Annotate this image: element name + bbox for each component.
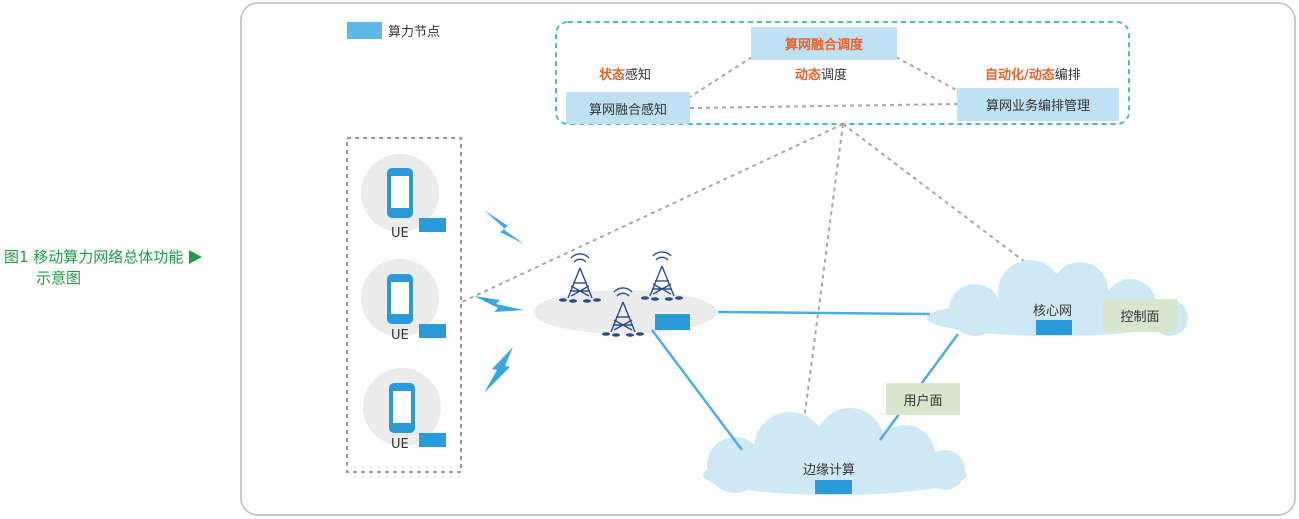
compute-node [419,433,446,447]
right-label: 自动化/动态编排 [985,64,1081,83]
core-network-label: 核心网 [1033,304,1073,319]
center-box-label: 算网融合调度 [784,38,863,53]
control-links [461,123,1026,429]
compute-node [419,218,446,232]
center-label: 动态调度 [795,64,847,83]
right-box: 算网业务编排管理 [957,88,1119,121]
center-label-highlight: 动态 [795,68,822,83]
left-box: 算网融合感知 [566,92,690,124]
tower-base-dots [559,296,683,337]
center-box: 算网融合调度 [751,27,897,60]
ue-group-border [346,137,462,473]
edge-computing-label: 边缘计算 [803,463,856,478]
compute-node [419,324,446,338]
tower-icon [610,287,636,333]
legend: 算力节点 [347,21,440,40]
center-label-rest: 调度 [821,68,848,83]
ue-device [361,154,439,232]
edge-cloud [703,408,967,495]
ue-device [361,259,439,337]
base-station-compute-node [655,314,690,330]
edge-compute-node [815,480,852,494]
right-label-rest: 编排 [1054,68,1081,83]
caption-line2: 示意图 [36,269,82,287]
figure-caption: 图1 移动算力网络总体功能 示意图 [4,247,236,289]
core-compute-node [1036,320,1072,335]
ue-label: UE [391,328,409,343]
tower-icon [567,253,593,299]
right-label-highlight: 自动化/动态 [985,68,1055,83]
caption-line1: 图1 移动算力网络总体功能 [4,248,184,266]
control-plane-box: 控制面 [1103,299,1177,332]
diagram-frame [240,2,1296,516]
left-label-highlight: 状态 [599,68,626,83]
signal-bolt-icon [474,210,524,393]
legend-swatch [347,22,382,39]
play-triangle-icon [189,250,203,264]
left-label-rest: 感知 [625,68,652,83]
left-label: 状态感知 [599,64,651,83]
ue-device [363,368,441,446]
user-plane-box: 用户面 [886,383,960,415]
ue-label: UE [391,437,409,452]
legend-label: 算力节点 [388,25,441,40]
ue-label: UE [391,226,409,241]
tower-icon [649,251,675,297]
